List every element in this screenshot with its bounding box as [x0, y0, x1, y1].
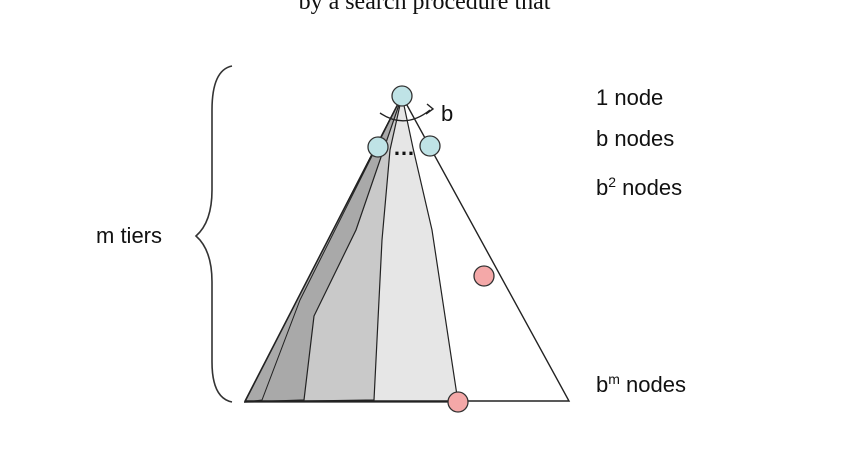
- child-node-left: [367, 136, 389, 158]
- level-label-1: b nodes: [596, 126, 674, 152]
- level-label-2-exponent: 2: [608, 174, 617, 190]
- level-label-0-text: 1 node: [596, 85, 664, 110]
- branching-arrowhead: [425, 103, 435, 115]
- level-label-0: 1 node: [596, 85, 663, 111]
- level-label-m-exponent: m: [608, 371, 620, 387]
- child-node-right: [419, 135, 441, 157]
- level-label-2: b2 nodes: [596, 175, 682, 201]
- level-label-m-suffix: nodes: [619, 372, 686, 397]
- tier-brace: [194, 65, 233, 403]
- goal-node-bottom: [447, 391, 469, 413]
- root-node: [391, 85, 413, 107]
- level-label-1-text: b nodes: [596, 126, 675, 151]
- branching-arrow: [379, 109, 431, 122]
- children-ellipsis: …: [393, 135, 415, 160]
- level-label-m: bm nodes: [596, 372, 686, 398]
- caption-top-text: by a search procedure that: [298, 0, 551, 15]
- level-label-2-base: b: [596, 175, 609, 200]
- tier-count-label: m tiers: [96, 223, 162, 248]
- level-label-2-suffix: nodes: [616, 175, 683, 200]
- level-label-m-base: b: [596, 372, 609, 397]
- tree-outline-triangle: [243, 94, 571, 402]
- branching-factor-label: b: [441, 101, 453, 126]
- goal-node-mid: [473, 265, 495, 287]
